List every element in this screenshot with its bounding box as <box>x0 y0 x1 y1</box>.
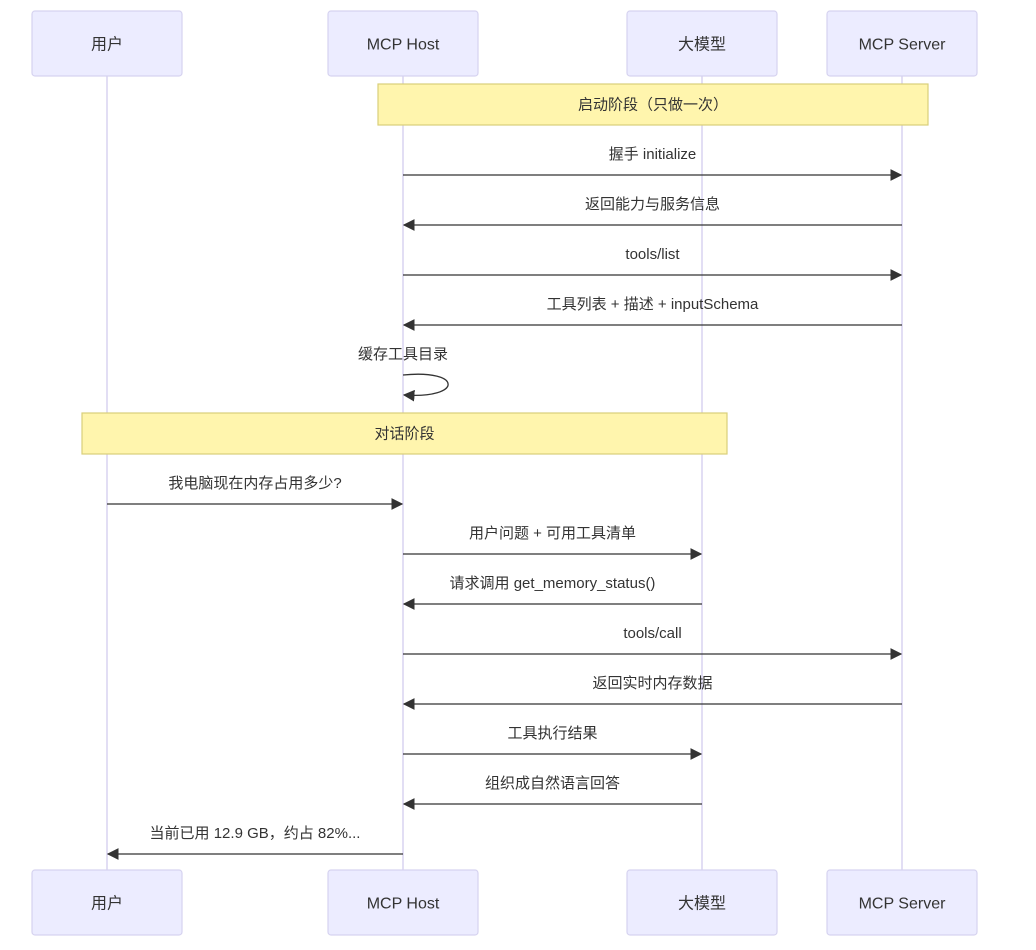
message-label: 缓存工具目录 <box>358 346 448 363</box>
participant-label: MCP Host <box>367 37 440 54</box>
message-label: 工具执行结果 <box>507 725 597 742</box>
participant-server-bottom: MCP Server <box>826 869 978 936</box>
message-11: 工具执行结果 <box>403 725 703 760</box>
participant-label: 用户 <box>91 36 123 54</box>
note-text: 启动阶段（只做一次） <box>578 97 728 114</box>
participant-box <box>327 10 479 77</box>
message-label: 组织成自然语言回答 <box>485 775 620 792</box>
participant-label: 用户 <box>91 895 123 913</box>
message-3: tools/list <box>403 246 903 281</box>
message-label: 当前已用 12.9 GB，约占 82%... <box>150 825 361 842</box>
participant-box <box>31 869 183 936</box>
participant-label: 大模型 <box>678 895 726 913</box>
participant-label: 大模型 <box>678 36 726 54</box>
message-label: 返回能力与服务信息 <box>585 196 720 213</box>
participant-llm-top: 大模型 <box>626 10 778 77</box>
note-box <box>81 412 728 455</box>
participant-box <box>327 869 479 936</box>
message-12: 组织成自然语言回答 <box>402 775 702 810</box>
note-conversation-phase: 对话阶段 <box>81 412 728 455</box>
notes: 启动阶段（只做一次） 对话阶段 <box>81 83 929 455</box>
message-10: 返回实时内存数据 <box>402 675 902 710</box>
lifelines <box>106 76 903 870</box>
participant-label: MCP Server <box>859 896 947 913</box>
message-6: 我电脑现在内存占用多少? <box>107 475 404 510</box>
message-5: 缓存工具目录 <box>358 346 449 402</box>
participant-llm-bottom: 大模型 <box>626 869 778 936</box>
participant-host-bottom: MCP Host <box>327 869 479 936</box>
message-2: 返回能力与服务信息 <box>402 196 902 231</box>
participant-box <box>826 869 978 936</box>
participant-user-bottom: 用户 <box>31 869 183 936</box>
message-label: 返回实时内存数据 <box>592 675 712 692</box>
message-label: 请求调用 get_memory_status() <box>450 575 656 592</box>
message-label: 我电脑现在内存占用多少? <box>168 475 341 492</box>
message-8: 请求调用 get_memory_status() <box>402 575 702 610</box>
participant-host-top: MCP Host <box>327 10 479 77</box>
messages: 握手 initialize 返回能力与服务信息 tools/list 工具列表 + 描… <box>106 146 903 860</box>
message-13: 当前已用 12.9 GB，约占 82%... <box>106 825 403 860</box>
participants-bottom: 用户 MCP Host 大模型 MCP Server <box>31 869 978 936</box>
participant-label: MCP Server <box>859 37 947 54</box>
participant-label: MCP Host <box>367 896 440 913</box>
message-7: 用户问题 + 可用工具清单 <box>403 525 703 560</box>
note-box <box>377 83 929 126</box>
message-label: 用户问题 + 可用工具清单 <box>469 525 636 542</box>
note-text: 对话阶段 <box>374 426 434 443</box>
self-message-arrow <box>402 373 449 402</box>
participant-box <box>826 10 978 77</box>
participant-box <box>31 10 183 77</box>
message-4: 工具列表 + 描述 + inputSchema <box>402 296 902 331</box>
participant-user-top: 用户 <box>31 10 183 77</box>
participant-box <box>626 869 778 936</box>
message-label: tools/list <box>625 246 680 263</box>
participant-server-top: MCP Server <box>826 10 978 77</box>
participants-top: 用户 MCP Host 大模型 MCP Server <box>31 10 978 77</box>
note-startup-phase: 启动阶段（只做一次） <box>377 83 929 126</box>
message-label: tools/call <box>623 625 681 642</box>
message-label: 工具列表 + 描述 + inputSchema <box>547 296 759 313</box>
message-1: 握手 initialize <box>403 146 903 181</box>
message-label: 握手 initialize <box>609 146 697 163</box>
participant-box <box>626 10 778 77</box>
message-9: tools/call <box>403 625 903 660</box>
